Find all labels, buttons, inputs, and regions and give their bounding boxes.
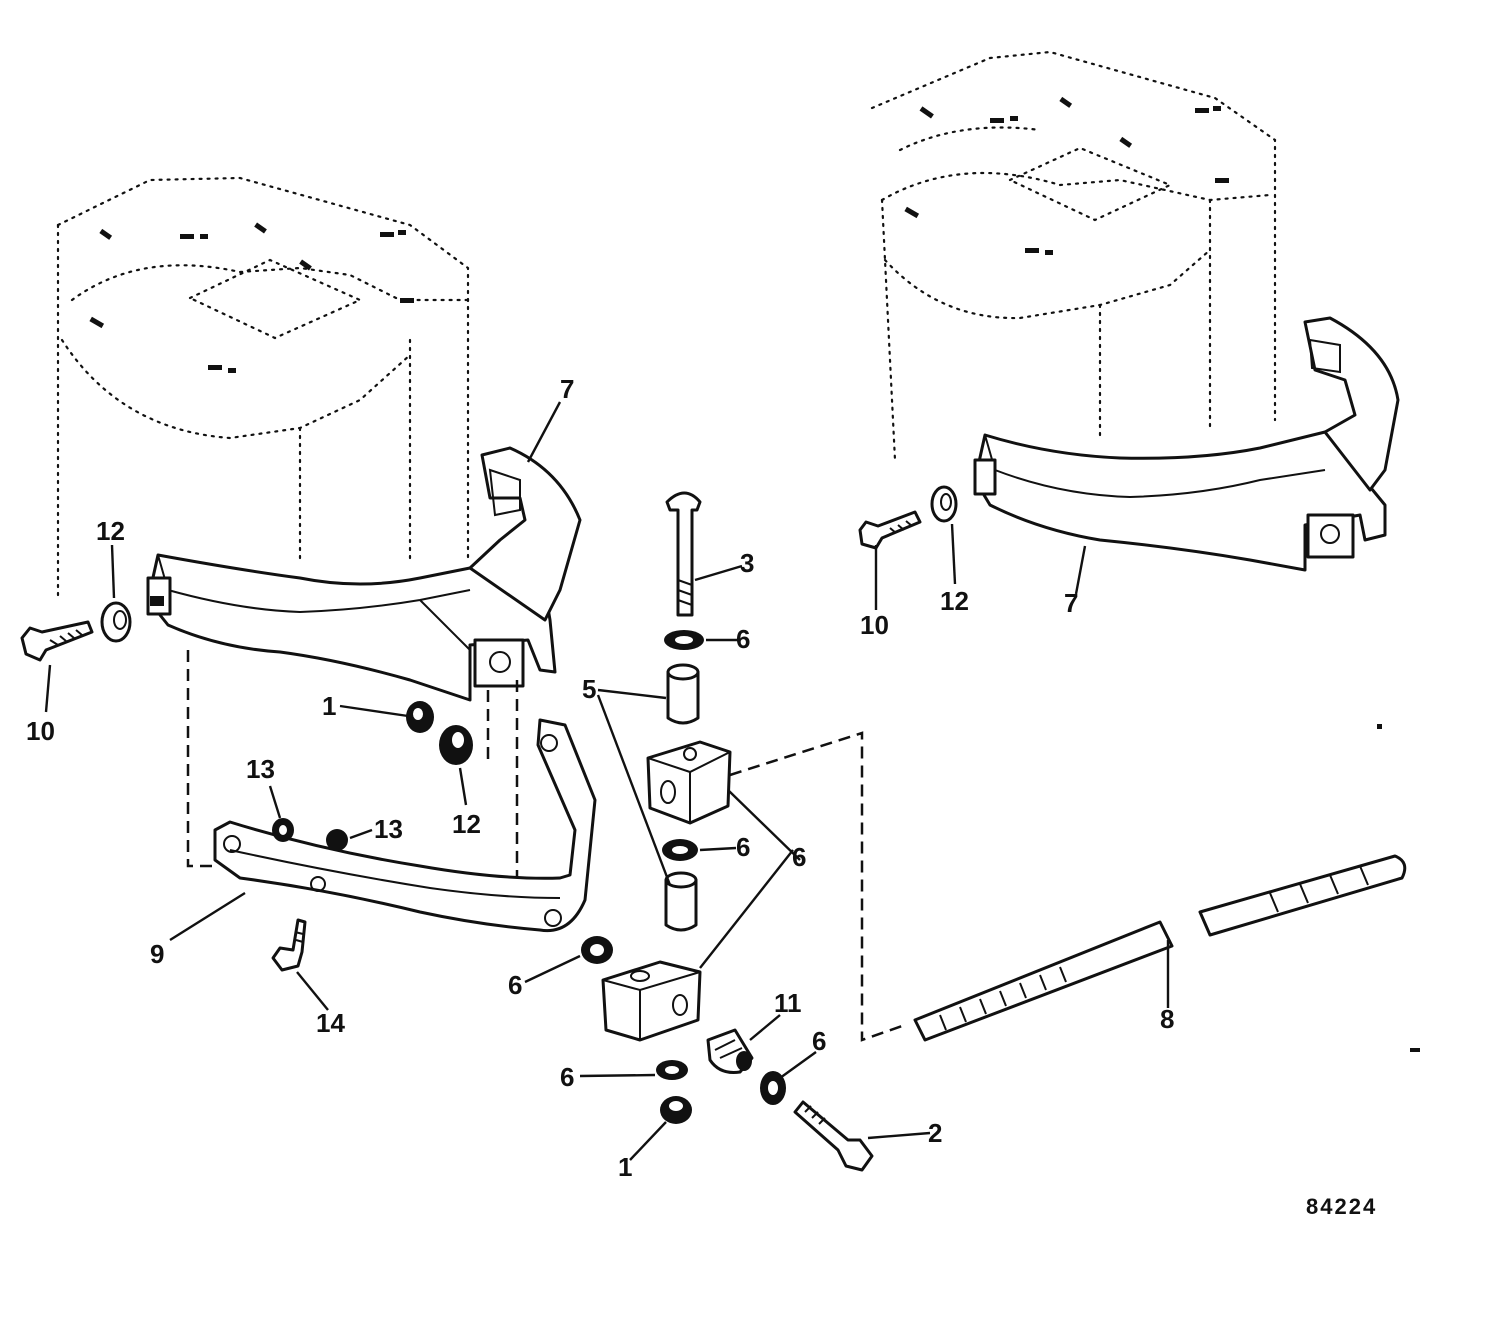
right-steering-bracket [973, 316, 1400, 572]
callout-left-7: 7 [560, 374, 574, 404]
callout-right-7: 7 [1064, 588, 1078, 618]
right-bolt-10 [858, 510, 922, 550]
left-lower-strap [213, 718, 597, 933]
callout-center-11: 11 [774, 988, 802, 1018]
callout-left-6-low: 6 [508, 970, 522, 1000]
callout-right-10: 10 [860, 610, 889, 640]
center-fitting-11 [706, 1028, 754, 1074]
callout-center-6-a: 6 [736, 624, 750, 654]
center-washer-6-b [662, 839, 698, 861]
callout-center-5: 5 [582, 674, 596, 704]
center-spacer-5-bottom [664, 871, 698, 932]
left-washer-6-low [581, 936, 613, 964]
leader-lines [44, 401, 1170, 1161]
callout-center-6-c: 6 [792, 842, 806, 872]
callout-left-1: 1 [322, 691, 336, 721]
callout-left-12-top: 12 [96, 516, 125, 546]
center-bolt-3 [665, 491, 702, 617]
callout-center-2: 2 [928, 1118, 942, 1148]
callout-center-1: 1 [618, 1152, 632, 1182]
callout-left-10: 10 [26, 716, 55, 746]
left-nut-1 [406, 701, 434, 733]
left-nut-13-b [326, 829, 348, 851]
left-engine-cowling-outline [56, 176, 472, 597]
callout-center-6-b: 6 [736, 832, 750, 862]
callout-left-12-lower: 12 [452, 809, 481, 839]
center-nut-1 [660, 1096, 692, 1124]
left-bolt-14 [271, 918, 307, 972]
left-steering-bracket [146, 446, 582, 702]
right-washer-12 [930, 485, 958, 523]
callout-center-6-d: 6 [812, 1026, 826, 1056]
callout-center-3: 3 [740, 548, 754, 578]
left-alignment-line [186, 650, 215, 868]
callout-left-9: 9 [150, 939, 164, 969]
left-nut-13-a [272, 818, 294, 842]
center-alignment-line [729, 731, 906, 1042]
left-washer-12-top [100, 601, 132, 643]
callout-right-8: 8 [1160, 1004, 1174, 1034]
callout-left-13-a: 13 [246, 754, 275, 784]
callout-labels: 7 12 10 1 12 13 13 9 14 6 3 6 5 6 6 11 6… [26, 374, 1377, 1219]
center-washer-6-c [656, 1060, 688, 1080]
left-washer-12-lower [439, 725, 473, 765]
center-bolt-2 [793, 1100, 874, 1172]
diagram-code: 84224 [1306, 1194, 1377, 1219]
center-block-top [646, 740, 732, 825]
callout-right-12: 12 [940, 586, 969, 616]
center-spacer-5-top [666, 663, 700, 725]
center-washer-6-a [664, 630, 704, 650]
left-bolt-10 [20, 620, 94, 662]
center-washer-6-d [760, 1071, 786, 1105]
callout-left-13-b: 13 [374, 814, 403, 844]
right-adjusting-rod-8 [913, 854, 1407, 1042]
right-engine-cowling-outline [870, 50, 1277, 462]
callout-left-14: 14 [316, 1008, 345, 1038]
center-block-bottom [601, 960, 702, 1042]
callout-center-6-e: 6 [560, 1062, 574, 1092]
